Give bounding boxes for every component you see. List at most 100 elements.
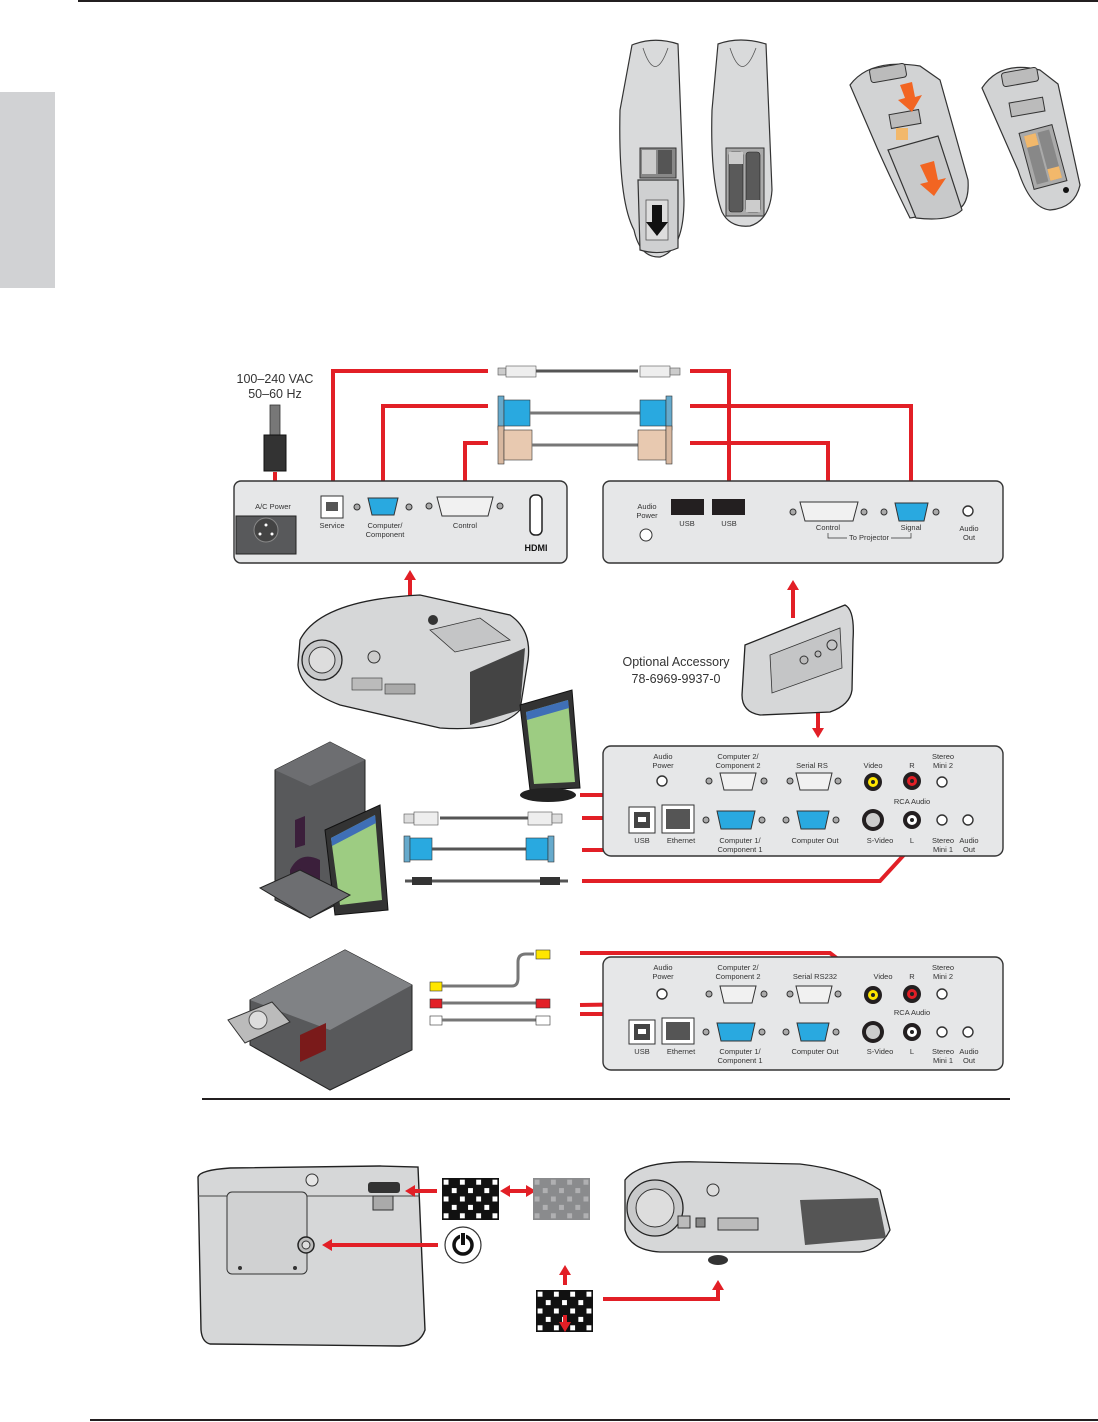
pattern-square	[484, 1188, 490, 1194]
svg-text:Serial RS: Serial RS	[796, 761, 828, 770]
dock-port-panel-1: Audio Power Computer 2/ Component 2 Seri…	[602, 745, 1004, 857]
svg-text:Audio: Audio	[653, 963, 672, 972]
computer-out-port[interactable]	[796, 810, 830, 830]
focus-sharp-pattern	[442, 1178, 499, 1220]
svg-text:Component 1: Component 1	[717, 1056, 762, 1065]
computer1-port[interactable]	[716, 810, 756, 830]
rca-composite-cables	[429, 949, 551, 1026]
pattern-background	[442, 1178, 499, 1220]
svg-text:Stereo: Stereo	[932, 752, 954, 761]
usb-port-2[interactable]	[712, 499, 745, 515]
arrow-down-orange-icon	[898, 82, 922, 112]
svg-text:Ethernet: Ethernet	[667, 836, 696, 845]
svg-text:S-Video: S-Video	[867, 836, 894, 845]
pattern-square	[545, 1300, 551, 1306]
pattern-square	[468, 1188, 473, 1194]
pattern-square	[586, 1308, 592, 1314]
svg-text:Component: Component	[366, 530, 406, 539]
svg-text:USB: USB	[634, 1047, 649, 1056]
serial-port[interactable]	[795, 985, 833, 1004]
ac-power-label: A/C Power	[255, 502, 291, 511]
computer2-port[interactable]	[719, 985, 757, 1004]
hdmi-port[interactable]	[529, 494, 543, 536]
svg-text:Power: Power	[652, 972, 674, 981]
desktop-computer	[258, 741, 389, 919]
audio-out-port[interactable]	[962, 505, 974, 517]
pattern-square	[537, 1325, 543, 1331]
side-tab	[0, 92, 55, 288]
computer-out-port[interactable]	[796, 1022, 830, 1042]
computer2-port[interactable]	[719, 772, 757, 791]
pattern-square	[570, 1325, 576, 1331]
svg-text:Out: Out	[963, 1056, 976, 1065]
stereo-mini1-port[interactable]	[936, 814, 948, 826]
pattern-square	[476, 1179, 482, 1185]
control-port[interactable]	[436, 496, 494, 517]
focus-section	[197, 1161, 891, 1347]
pattern-square	[553, 1308, 559, 1314]
svg-text:Ethernet: Ethernet	[667, 1047, 696, 1056]
pattern-square	[583, 1179, 589, 1185]
power-frequency-label: 50–60 Hz	[248, 387, 302, 401]
stereo-mini2-port[interactable]	[936, 988, 948, 1000]
pattern-square	[459, 1179, 465, 1185]
stereo-mini2-port[interactable]	[936, 776, 948, 788]
pattern-square	[534, 1179, 540, 1185]
arrow-down-orange-icon	[920, 161, 946, 196]
accessory-control-port[interactable]	[799, 501, 859, 522]
pattern-square	[534, 1213, 540, 1219]
vga-cable	[497, 395, 673, 431]
svg-text:Video: Video	[863, 761, 882, 770]
computer1-port[interactable]	[716, 1022, 756, 1042]
audio-out-port[interactable]	[962, 1026, 974, 1038]
pattern-square	[559, 1188, 564, 1194]
to-projector-label: To Projector	[849, 533, 890, 542]
svg-text:Audio: Audio	[959, 524, 978, 533]
usb-port-1[interactable]	[671, 499, 704, 515]
audio-power-port[interactable]	[656, 988, 668, 1000]
pattern-square	[553, 1325, 559, 1331]
pattern-square	[451, 1204, 457, 1210]
svg-text:L: L	[910, 836, 914, 845]
pattern-square	[575, 1204, 581, 1210]
stereo-mini1-port[interactable]	[936, 1026, 948, 1038]
serial-control-cable	[497, 425, 673, 465]
pattern-square	[570, 1308, 576, 1314]
top-rule	[78, 0, 1098, 2]
svg-text:Component 1: Component 1	[717, 845, 762, 854]
audio-out-port[interactable]	[962, 814, 974, 826]
optional-accessory-dock	[741, 604, 854, 716]
pattern-square	[537, 1291, 543, 1297]
connection-diagram: 100–240 VAC 50–60 Hz	[227, 365, 1004, 1091]
pattern-square	[545, 1316, 551, 1322]
svg-text:Serial RS232: Serial RS232	[793, 972, 837, 981]
pattern-square	[567, 1179, 573, 1185]
serial-port[interactable]	[795, 772, 833, 791]
pattern-square	[492, 1196, 498, 1202]
power-cord-plug	[263, 404, 287, 472]
elevation-pattern	[536, 1290, 593, 1332]
audio-power-port[interactable]	[639, 528, 653, 542]
power-button-icon[interactable]	[444, 1226, 482, 1264]
pattern-square	[553, 1291, 559, 1297]
svg-text:Mini 1: Mini 1	[933, 1056, 953, 1065]
svg-text:USB: USB	[721, 519, 736, 528]
remote-battery-figures	[619, 39, 1081, 258]
pattern-square	[459, 1213, 465, 1219]
focus-ring[interactable]	[368, 1182, 400, 1193]
pattern-square	[562, 1300, 567, 1306]
accessory-label: Optional Accessory	[623, 655, 731, 669]
svg-text:Stereo: Stereo	[932, 1047, 954, 1056]
accessory-part-number: 78-6969-9937-0	[632, 672, 721, 686]
pattern-square	[586, 1291, 592, 1297]
computer-component-port[interactable]	[367, 497, 399, 516]
front-elevation-foot[interactable]	[708, 1255, 728, 1265]
svg-text:Stereo: Stereo	[932, 836, 954, 845]
svg-text:USB: USB	[679, 519, 694, 528]
audio-power-port[interactable]	[656, 775, 668, 787]
pattern-square	[570, 1291, 576, 1297]
pattern-square	[443, 1179, 449, 1185]
svg-text:Computer 1/: Computer 1/	[719, 836, 761, 845]
signal-port[interactable]	[894, 502, 929, 522]
remote-batteries-installed	[711, 39, 773, 227]
